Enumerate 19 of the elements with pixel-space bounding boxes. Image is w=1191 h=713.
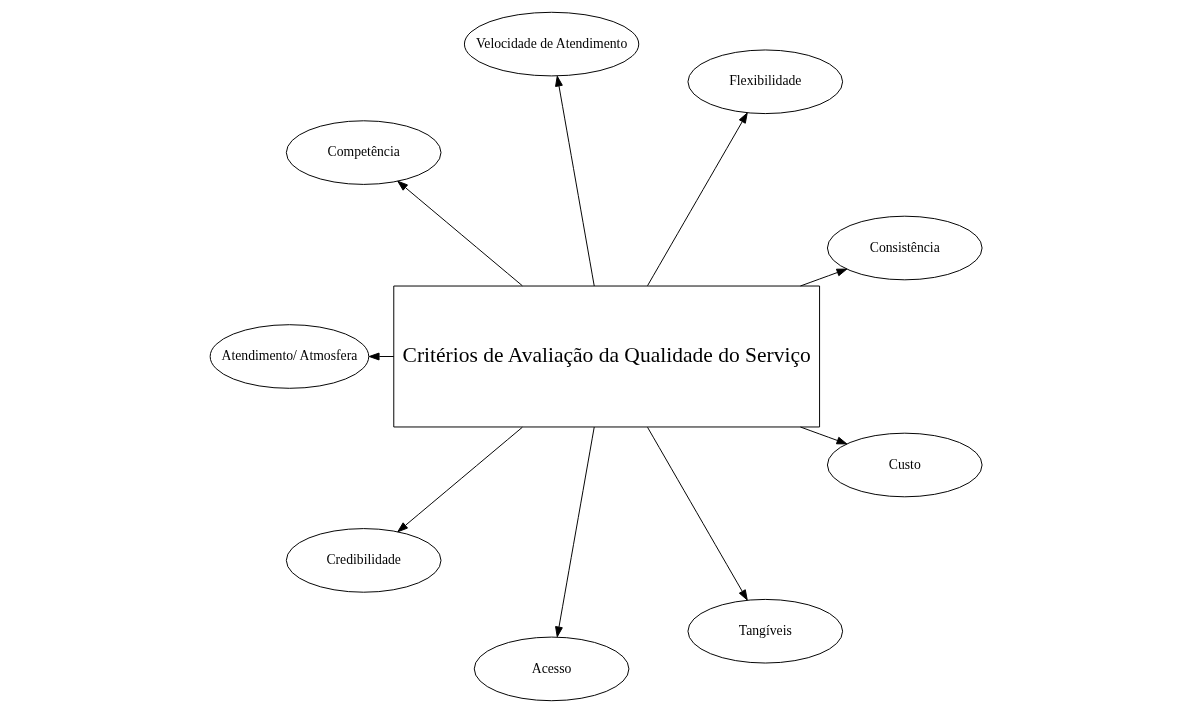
node-ellipse: Acesso [473, 636, 629, 702]
node-ellipse: Velocidade de Atendimento [463, 11, 639, 77]
node-ellipse: Custo [826, 432, 983, 498]
arrow [799, 426, 847, 445]
node-ellipse: Flexibilidade [686, 49, 843, 115]
arrow [646, 426, 748, 601]
arrow [646, 112, 748, 287]
node-ellipse: Competência [285, 120, 441, 185]
node-box: Critérios de Avaliação da Qualidade do Serviço [392, 285, 820, 428]
node-ellipse: Atendimento/ Atmosfera [209, 324, 369, 389]
arrow [554, 75, 595, 287]
node-ellipse: Tangíveis [686, 598, 843, 664]
node-ellipse: Credibilidade [285, 528, 441, 593]
arrow [799, 268, 847, 287]
arrow [396, 426, 523, 533]
node-ellipse: Consistência [826, 215, 983, 281]
arrow [396, 180, 523, 287]
arrow [554, 426, 595, 638]
arrow [368, 352, 394, 361]
